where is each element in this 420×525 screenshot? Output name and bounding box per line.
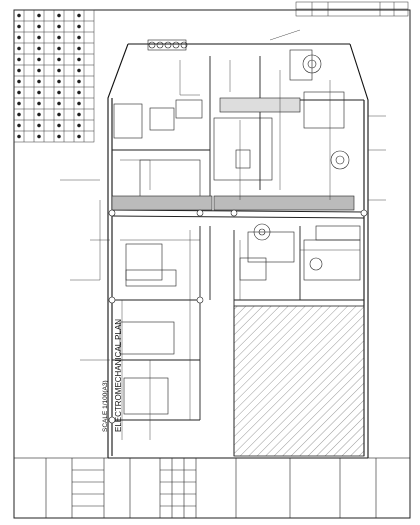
legend-symbol (37, 57, 41, 62)
legend-symbol (77, 112, 81, 117)
legend-symbol (17, 24, 21, 29)
legend-symbol (77, 90, 81, 95)
revision-table (295, 1, 409, 17)
legend-symbol (37, 101, 41, 106)
legend-symbol (57, 13, 61, 18)
legend-symbol (57, 24, 61, 29)
legend-symbol (57, 123, 61, 128)
legend-symbol (57, 68, 61, 73)
legend-symbol (77, 68, 81, 73)
legend-symbol (57, 112, 61, 117)
legend-symbol (57, 57, 61, 62)
legend-symbol (17, 90, 21, 95)
legend-symbol (37, 46, 41, 51)
interior-walls (111, 56, 365, 456)
legend-symbol (17, 134, 21, 139)
legend-symbol (77, 101, 81, 106)
legend-symbol (57, 46, 61, 51)
legend-symbol (77, 57, 81, 62)
legend-symbol (37, 13, 41, 18)
grid-markers (108, 209, 368, 424)
legend-symbol (77, 35, 81, 40)
legend-symbol (17, 123, 21, 128)
legend-symbol (37, 35, 41, 40)
legend-symbol (37, 79, 41, 84)
legend-symbol (77, 13, 81, 18)
legend-symbol (57, 79, 61, 84)
legend-symbol (37, 24, 41, 29)
legend-symbol (17, 46, 21, 51)
legend-symbol (57, 134, 61, 139)
hatched-area (233, 305, 365, 457)
legend-symbol (17, 68, 21, 73)
legend-symbol (57, 90, 61, 95)
legend-symbol (37, 123, 41, 128)
title-block (13, 457, 411, 519)
legend-symbol (57, 101, 61, 106)
legend-symbol (17, 13, 21, 18)
legend-symbol (77, 79, 81, 84)
legend-symbol (77, 24, 81, 29)
legend-symbol (77, 134, 81, 139)
legend-symbol (77, 46, 81, 51)
legend-table (13, 9, 95, 143)
wiring-lines (60, 29, 386, 440)
legend-symbol (37, 134, 41, 139)
legend-symbol (37, 90, 41, 95)
legend-symbol (37, 68, 41, 73)
legend-symbol (17, 101, 21, 106)
drawing-scale: SCALE 1/100(A3) (102, 380, 109, 432)
legend-symbol (17, 57, 21, 62)
legend-symbol (17, 79, 21, 84)
legend-symbol (17, 112, 21, 117)
legend-symbol (37, 112, 41, 117)
legend-symbol (17, 35, 21, 40)
legend-symbol (57, 35, 61, 40)
drawing-title: ELECTROMECHANICAL PLAN (114, 318, 123, 432)
legend-symbol (77, 123, 81, 128)
